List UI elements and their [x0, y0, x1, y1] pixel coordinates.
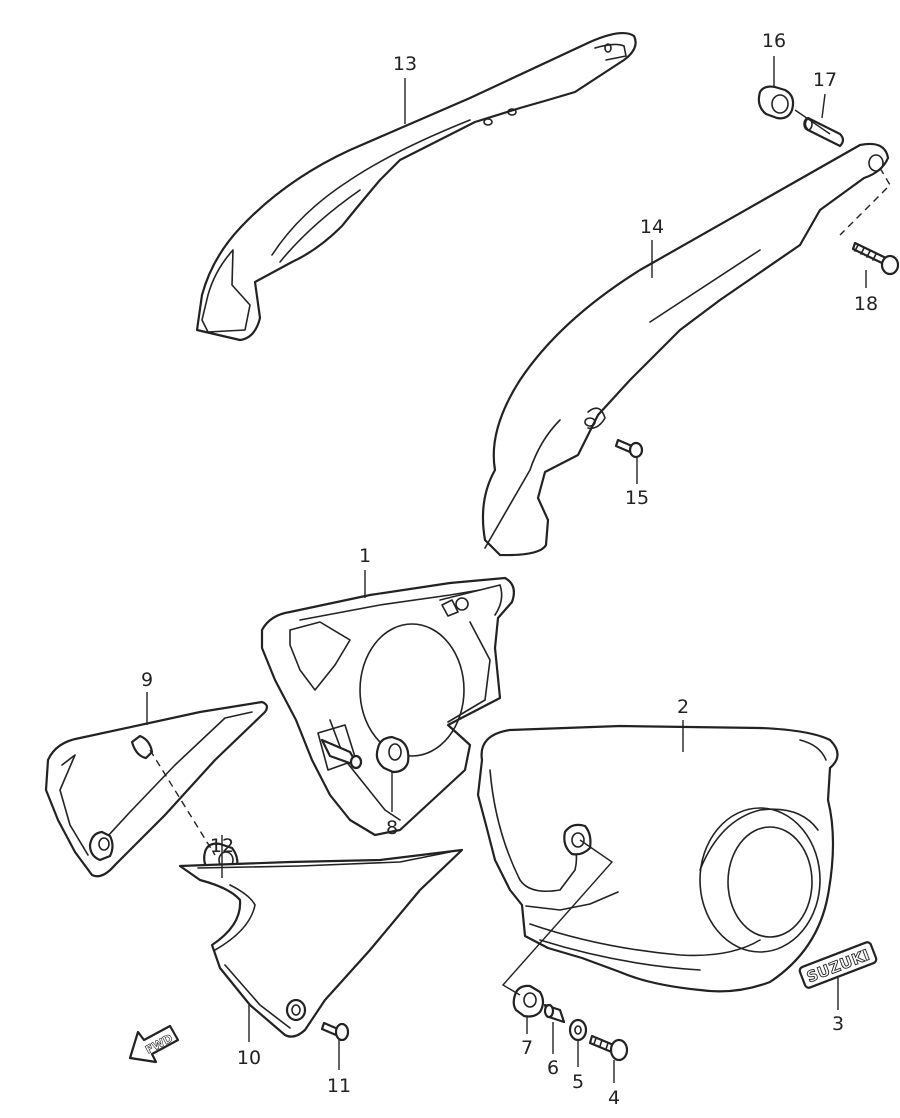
part-11-screw [320, 1021, 350, 1042]
callout-5: 5 [572, 1071, 584, 1093]
part-10-lower-cover [178, 848, 464, 1038]
callouts: 13 16 17 14 18 15 1 9 2 8 12 3 7 10 6 11… [141, 30, 878, 1109]
part-9-side-panel [44, 700, 269, 878]
bracket-pin [320, 738, 363, 770]
callout-9: 9 [141, 669, 153, 691]
callout-12: 12 [210, 835, 234, 857]
part-2-frame-cover [476, 724, 839, 993]
callout-6: 6 [547, 1057, 559, 1079]
callout-8: 8 [386, 817, 398, 839]
callout-7: 7 [521, 1037, 533, 1059]
callout-14: 14 [640, 216, 664, 238]
leader-lines [146, 56, 867, 1083]
callout-13: 13 [393, 53, 417, 75]
callout-17: 17 [813, 69, 837, 91]
callout-3: 3 [832, 1013, 844, 1035]
part-14-rail-cover [481, 142, 890, 557]
part-18-bolt [851, 241, 900, 276]
part-5-washer [568, 1018, 588, 1042]
callout-2: 2 [677, 696, 689, 718]
part-4-bolt [588, 1034, 629, 1062]
part-1-frame-bracket [260, 576, 515, 837]
callout-10: 10 [237, 1047, 261, 1069]
callout-4: 4 [608, 1087, 620, 1109]
callout-11: 11 [327, 1075, 351, 1097]
callout-18: 18 [854, 293, 878, 315]
callout-16: 16 [762, 30, 786, 52]
emblem-plate [798, 941, 878, 989]
part-16-collar [757, 85, 795, 120]
part-15-screw [614, 438, 644, 459]
part-6-collar [543, 1003, 566, 1024]
fwd-direction-arrow: FWD [128, 1024, 180, 1064]
part-13-frame-cover [195, 31, 637, 342]
callout-15: 15 [625, 487, 649, 509]
linking-lines [149, 109, 891, 996]
part-8-grommet [375, 735, 410, 774]
part-7-grommet [512, 984, 545, 1018]
callout-1: 1 [359, 545, 371, 567]
part-17-pin [803, 116, 845, 148]
